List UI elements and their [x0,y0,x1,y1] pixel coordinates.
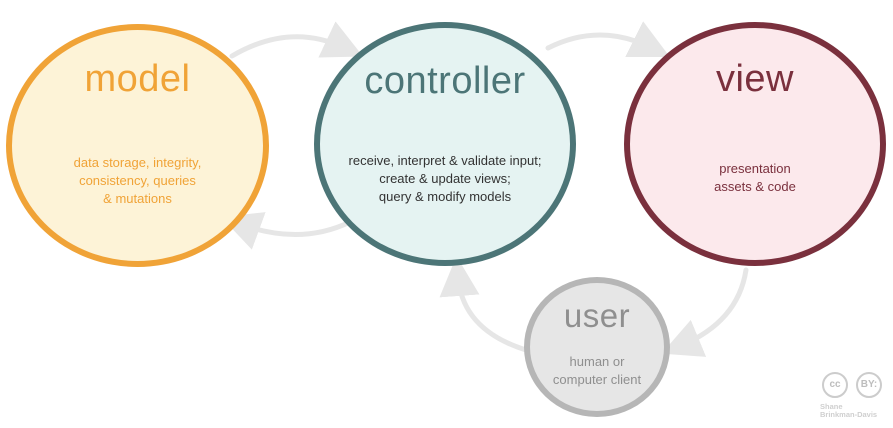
arrow-controller-to-view [545,21,670,57]
license-badge: cc BY: Shane Brinkman-Davis [818,372,890,426]
view-description: presentation assets & code [714,161,796,194]
view-node: view presentation assets & code [624,22,886,266]
arrow-controller-to-model [221,212,353,250]
arrow-view-to-user [661,267,749,357]
arrow-user-to-controller [439,256,529,353]
arrow-model-to-controller [229,21,364,59]
model-title: model [84,58,191,100]
view-title: view [715,58,795,100]
controller-title: controller [364,60,526,102]
controller-node: controller receive, interpret & validate… [314,22,576,266]
model-description: data storage, integrity, consistency, qu… [73,155,202,206]
by-icon: BY: [856,372,882,398]
cc-icon: cc [822,372,848,398]
user-title: user [563,297,631,334]
controller-description: receive, interpret & validate input; cre… [348,153,542,204]
user-node: user human or computer client [524,277,670,417]
license-author-last: Brinkman-Davis [820,410,878,419]
license-author-first: Shane [820,402,843,411]
user-description: human or computer client [552,354,642,387]
model-node: model data storage, integrity, consisten… [6,24,269,267]
